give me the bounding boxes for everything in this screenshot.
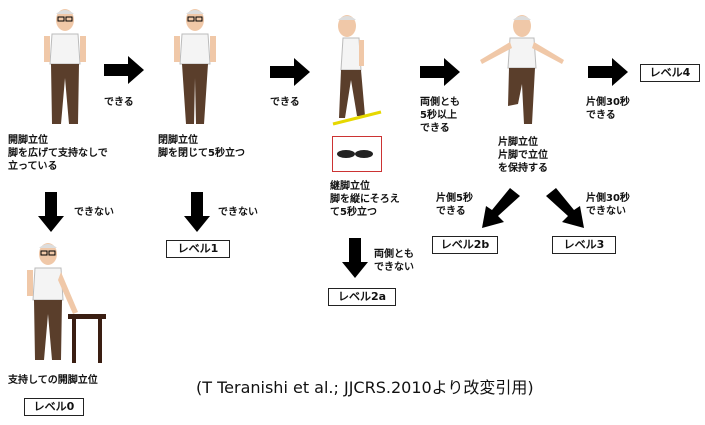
down3-label: 両側とも できない [374,249,414,273]
arrow-right-1 [104,56,144,84]
level1-box: レベル1 [166,240,230,258]
arrow1-label: できる [104,97,134,108]
stage1-label: 開脚立位 脚を広げて支持なしで 立っている [8,135,108,172]
stage4-label: 片脚立位 片脚で立位 を保持する [498,137,548,174]
arrow-diag-right [546,188,584,228]
down4-label: 片側5秒 できる [436,193,473,217]
arrow-right-4 [588,58,628,86]
arrow-right-2 [270,58,310,86]
down1-label: できない [74,207,114,218]
level2b-box: レベル2b [432,236,498,254]
tandem-feet-box [332,136,382,172]
figure-one-leg-stance [480,15,564,124]
arrow3-label: 両側とも 5秒以上 できる [420,97,460,134]
level3-box: レベル3 [552,236,616,254]
level0-box: レベル0 [24,398,84,416]
down5-label: 片側30秒 できない [586,193,630,217]
arrow-diag-left [482,188,520,228]
arrow-down-3 [342,238,368,278]
support-label: 支持しての開脚立位 [8,375,98,386]
arrow-down-1 [38,192,64,232]
arrow-right-3 [420,58,460,86]
footprints-icon [337,150,373,158]
level4-box: レベル4 [640,64,700,82]
arrow4-label: 片側30秒 できる [586,97,630,121]
figure-closed-stance [174,9,216,124]
citation-text: (T Teranishi et al.; JJCRS.2010より改変引用) [196,378,534,397]
down2-label: できない [218,207,258,218]
figure-open-stance [44,9,86,124]
level2a-box: レベル2a [328,288,396,306]
figure-supported-stance [27,243,106,363]
arrow-down-2 [184,192,210,232]
figure-tandem-stance [332,15,382,126]
arrow2-label: できる [270,97,300,108]
stage3-label: 継脚立位 脚を縦にそろえ て5秒立つ [330,181,400,218]
stage2-label: 閉脚立位 脚を閉じて5秒立つ [158,135,245,159]
